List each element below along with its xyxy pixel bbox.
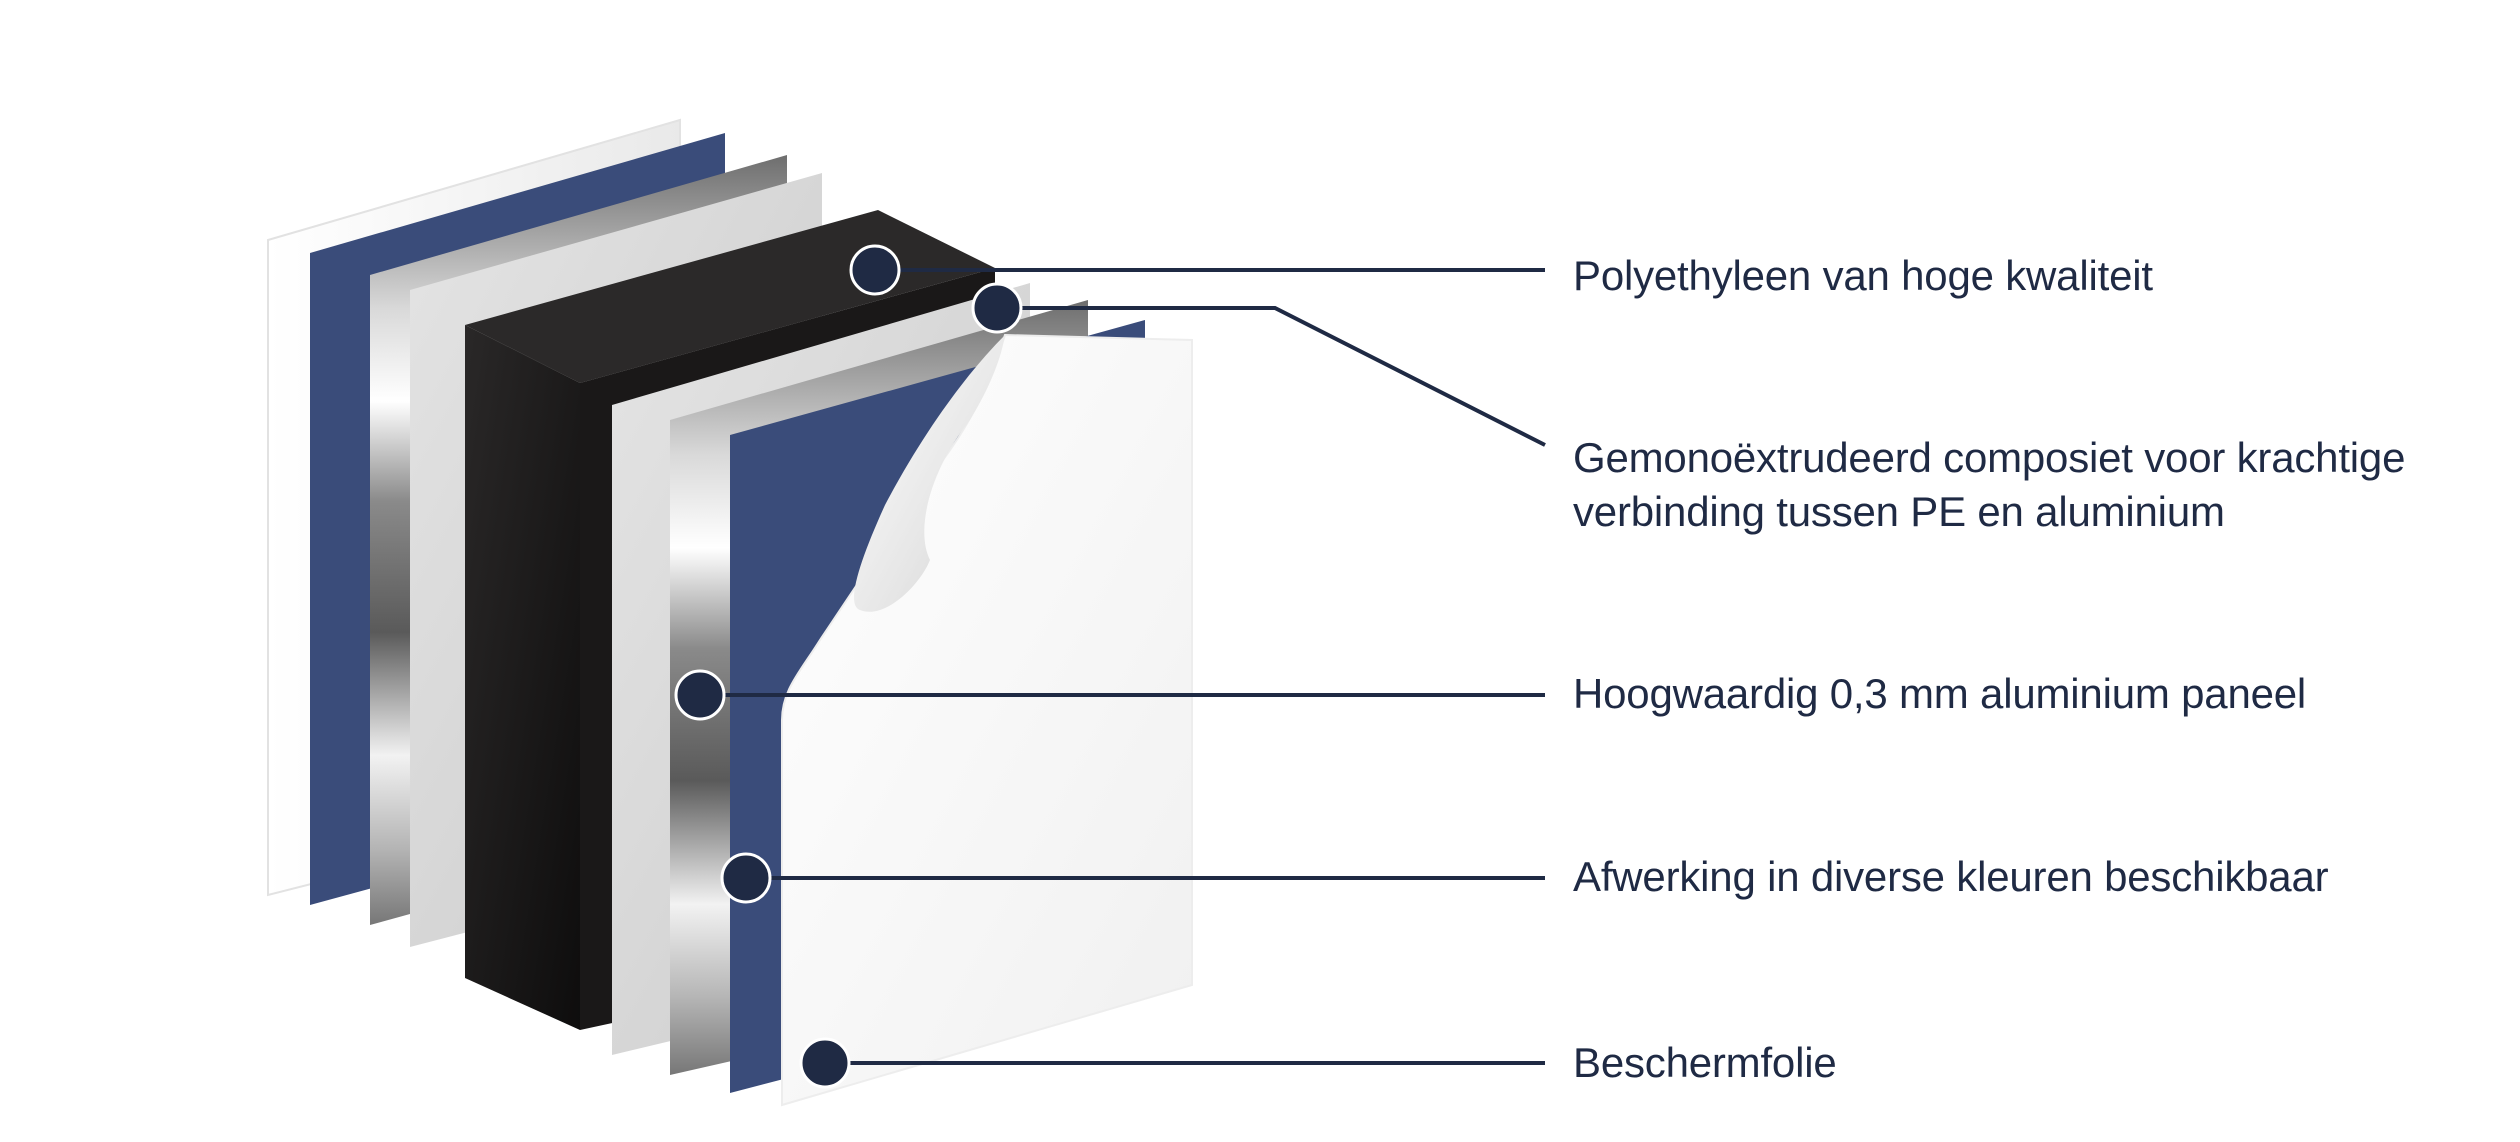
label-finish: Afwerking in diverse kleuren beschikbaar <box>1573 853 2329 900</box>
marker-film <box>799 1037 851 1089</box>
label-composite-line-2: verbinding tussen PE en aluminium <box>1573 488 2225 535</box>
marker-polyethylene <box>849 244 901 296</box>
marker-finish <box>720 852 772 904</box>
leader-line-composite <box>997 306 1546 447</box>
label-composite-line-1: Gemonoëxtrudeerd composiet voor krachtig… <box>1573 434 2406 481</box>
film-peel-curl <box>854 335 1005 612</box>
marker-aluminium <box>674 669 726 721</box>
label-aluminium: Hoogwaardig 0,3 mm aluminium paneel <box>1573 670 2307 717</box>
label-polyethylene: Polyethyleen van hoge kwaliteit <box>1573 252 2153 299</box>
core-front-face <box>465 325 580 1030</box>
label-film: Beschermfolie <box>1573 1039 1837 1086</box>
marker-composite <box>971 282 1023 334</box>
